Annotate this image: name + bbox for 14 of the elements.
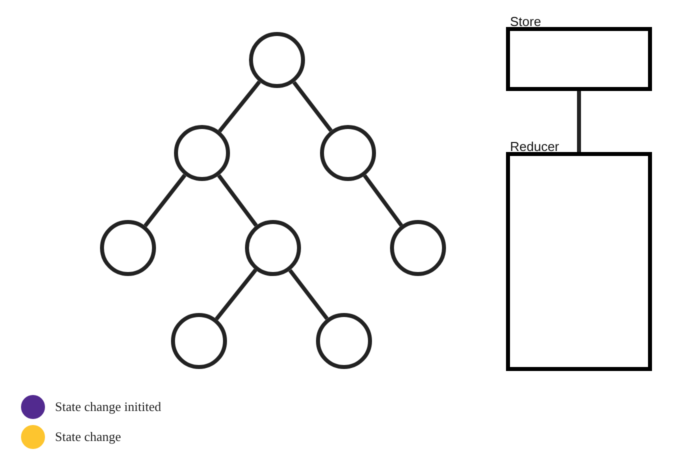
circle-node (245, 220, 301, 276)
connector-line (217, 174, 258, 227)
box-heading: Reducer (510, 139, 560, 154)
legend-text: State change initited (55, 399, 162, 415)
box-heading: Store (510, 14, 542, 29)
legend-text: State change (55, 429, 122, 445)
connector-line (144, 174, 186, 228)
connector-line (288, 269, 329, 320)
connector-line (218, 80, 261, 132)
connector-line (214, 268, 258, 320)
circle-node (174, 125, 230, 181)
connector-line (362, 174, 404, 227)
connector-line (292, 81, 333, 132)
connector-line (577, 91, 581, 152)
